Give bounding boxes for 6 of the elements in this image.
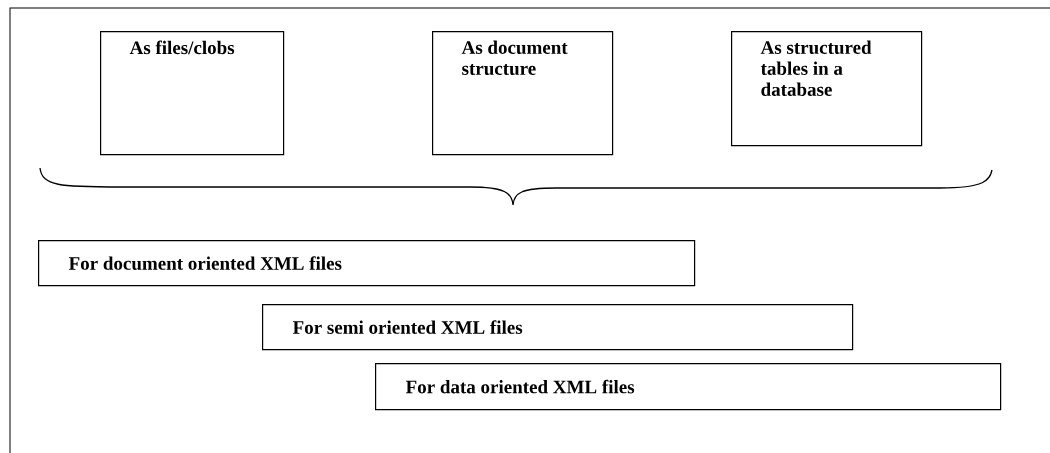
category-bar: For semi oriented XML files	[262, 304, 854, 351]
text-box: As structured tables in a database	[731, 31, 923, 147]
text-box: As document structure	[432, 31, 614, 156]
category-bar: For document oriented XML files	[38, 240, 696, 287]
category-bar: For data oriented XML files	[375, 363, 1002, 411]
text-box: As files/clobs	[100, 31, 285, 156]
